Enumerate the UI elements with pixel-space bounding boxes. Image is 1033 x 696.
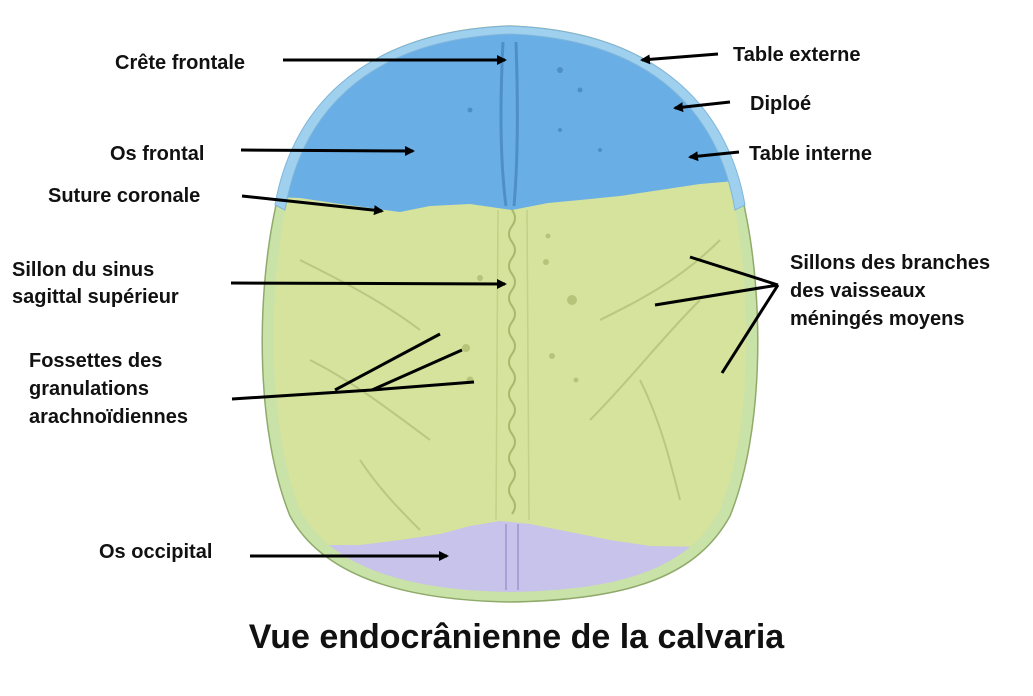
label-fossettes-line3: arachnoïdiennes [29, 406, 188, 428]
meningeal-grooves [299, 239, 721, 531]
label-os-frontal: Os frontal [110, 143, 205, 165]
arrow-suture-coronale [241, 194, 384, 216]
sagittal-groove [495, 209, 530, 521]
line-sillons-b [654, 283, 779, 307]
arrow-os-frontal [240, 145, 415, 156]
arrow-diploe [673, 100, 731, 113]
internal-occipital-crest [505, 524, 519, 590]
label-suture-coronale: Suture coronale [48, 185, 201, 207]
label-table-interne: Table interne [749, 143, 872, 165]
label-crete-frontale: Crête frontale [115, 52, 246, 74]
line-fossettes-a [334, 332, 441, 392]
label-sillons-line3: méningés moyens [790, 308, 965, 330]
arrow-table-interne [688, 150, 740, 162]
label-diploe: Diploé [750, 93, 812, 115]
arrow-sillon-sinus [230, 278, 507, 289]
line-fossettes-c [371, 380, 475, 392]
os-frontal-region [273, 34, 747, 212]
label-fossettes-line1: Fossettes des [29, 350, 163, 372]
label-os-occipital: Os occipital [99, 541, 213, 563]
sagittal-suture [508, 209, 516, 515]
label-table-externe: Table externe [733, 44, 861, 66]
line-fossettes-main [231, 388, 373, 401]
line-sillons-c [720, 284, 780, 374]
arachnoid-pits [462, 233, 579, 384]
label-sillons-line1: Sillons des branches [790, 252, 991, 274]
label-sillons-line2: des vaisseaux [790, 280, 926, 302]
line-sillons-a [689, 255, 779, 287]
diagram-title: Vue endocrânienne de la calvaria [248, 618, 785, 656]
label-fossettes-line2: granulations [29, 378, 150, 400]
frontal-rim [274, 25, 746, 211]
frontal-pits [467, 67, 602, 152]
label-sillon-sinus-line2: sagittal supérieur [12, 286, 179, 308]
leader-lines [230, 52, 780, 561]
arrow-table-externe [640, 52, 719, 65]
label-sillon-sinus-line1: Sillon du sinus [12, 259, 155, 281]
line-fossettes-b [371, 348, 463, 392]
